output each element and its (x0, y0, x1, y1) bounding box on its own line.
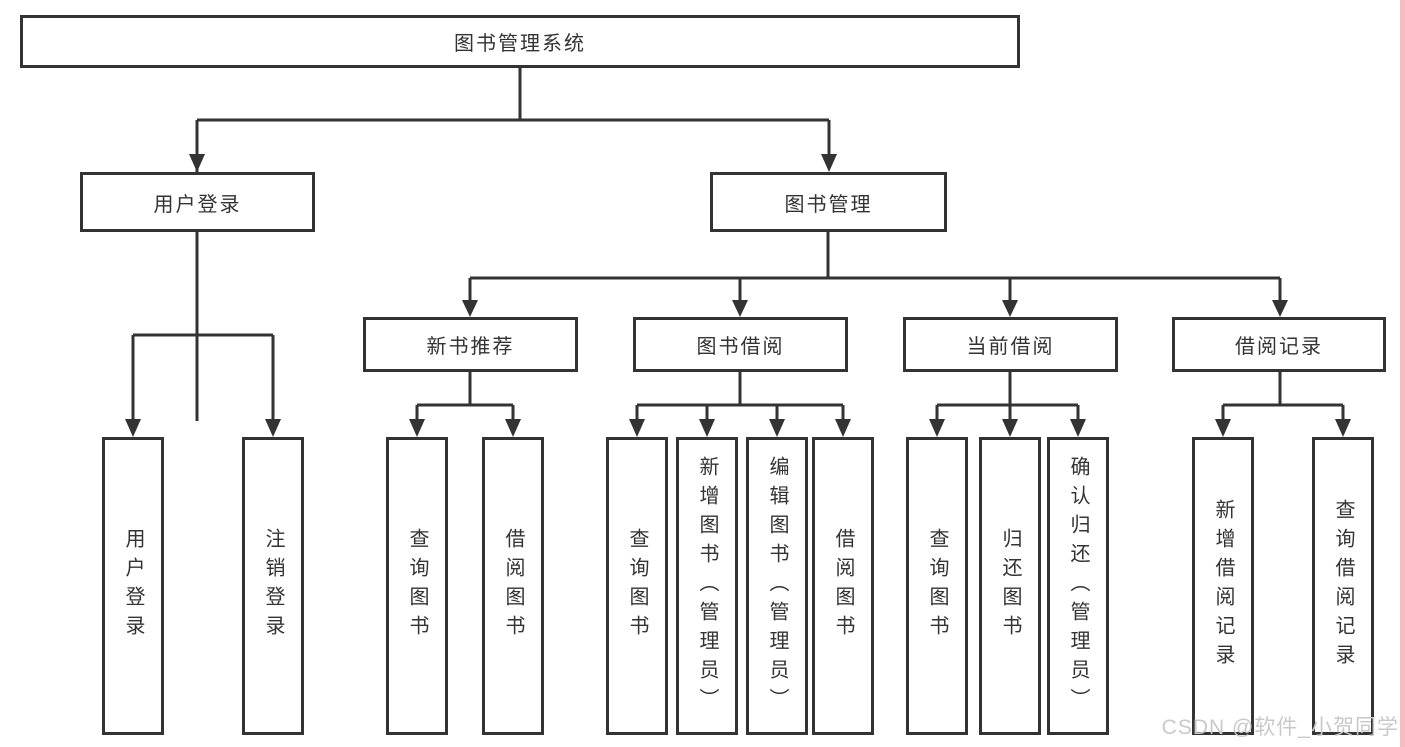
arrowhead (929, 419, 945, 437)
arrowhead (1002, 300, 1018, 317)
node-label: 用户登录 (122, 528, 144, 644)
node-current-borrowing: 当前借阅 (903, 317, 1118, 372)
edge-login-to-leaves (131, 232, 275, 421)
node-label: 借阅记录 (1235, 336, 1323, 358)
node-label: 注销登录 (262, 528, 284, 644)
node-label: 当前借阅 (966, 336, 1055, 358)
node-label: 查询图书 (626, 528, 648, 644)
edge-new-to-leaves (415, 372, 515, 421)
arrowhead (699, 419, 715, 437)
arrowhead (409, 419, 425, 437)
node-label: 图书管理 (784, 193, 873, 216)
arrowhead (732, 300, 748, 317)
node-label: 归还图书 (999, 528, 1021, 644)
leaf-confirm-return-admin: 确认归还（管理员） (1047, 437, 1109, 735)
leaf-edit-books-admin: 编辑图书（管理员） (746, 437, 808, 735)
node-label: 查询图书 (926, 528, 948, 644)
arrowhead (189, 154, 205, 172)
node-label: 图书借阅 (696, 336, 785, 358)
node-label: 新增借阅记录 (1212, 499, 1234, 673)
arrowhead (835, 419, 851, 437)
leaf-query-borrow-record: 查询借阅记录 (1312, 437, 1374, 735)
leaf-query-books: 查询图书 (906, 437, 968, 735)
node-label: 图书管理系统 (454, 33, 586, 55)
node-new-book-recommend: 新书推荐 (363, 317, 578, 372)
csdn-watermark: CSDN @软件_小贺同学 (1161, 716, 1399, 739)
edge-mgmt-to-level3 (468, 232, 1282, 301)
arrowhead (1002, 419, 1018, 437)
node-label: 编辑图书（管理员） (766, 455, 788, 717)
leaf-add-books-admin: 新增图书（管理员） (676, 437, 738, 735)
leaf-query-books: 查询图书 (386, 437, 448, 735)
arrowhead (505, 419, 521, 437)
node-label: 查询借阅记录 (1332, 499, 1354, 673)
leaf-borrow-books: 借阅图书 (812, 437, 874, 735)
arrowhead (1070, 419, 1086, 437)
arrowhead (629, 419, 645, 437)
arrowhead (821, 154, 837, 172)
node-label: 用户登录 (153, 193, 242, 216)
arrowhead (265, 419, 281, 437)
node-borrowing-records: 借阅记录 (1172, 317, 1386, 372)
edge-root-to-level2 (195, 68, 831, 421)
node-book-borrowing: 图书借阅 (633, 317, 848, 372)
arrowhead (1272, 300, 1288, 317)
leaf-borrow-books: 借阅图书 (482, 437, 544, 735)
node-label: 新增图书（管理员） (696, 455, 718, 717)
arrowhead (1335, 419, 1351, 437)
leaf-return-books: 归还图书 (979, 437, 1041, 735)
node-user-login: 用户登录 (80, 172, 315, 232)
leaf-query-books: 查询图书 (606, 437, 668, 735)
connector-paths (131, 68, 1345, 421)
leaf-logout: 注销登录 (242, 437, 304, 735)
node-label: 查询图书 (406, 528, 428, 644)
edge-current-to-leaves (935, 372, 1080, 421)
node-label: 新书推荐 (426, 336, 515, 358)
node-label: 借阅图书 (502, 528, 524, 644)
arrowheads (125, 154, 1351, 437)
arrowhead (125, 419, 141, 437)
leaf-user-login: 用户登录 (102, 437, 164, 735)
edge-records-to-leaves (1221, 372, 1345, 421)
node-system-root: 图书管理系统 (20, 15, 1020, 68)
node-book-management: 图书管理 (710, 172, 947, 232)
arrowhead (1215, 419, 1231, 437)
arrowhead (462, 300, 478, 317)
right-edge-strip (1400, 0, 1405, 747)
arrowhead (769, 419, 785, 437)
node-label: 确认归还（管理员） (1067, 455, 1089, 717)
leaf-add-borrow-record: 新增借阅记录 (1192, 437, 1254, 735)
edge-borrow-to-leaves (635, 372, 845, 421)
node-label: 借阅图书 (832, 528, 854, 644)
